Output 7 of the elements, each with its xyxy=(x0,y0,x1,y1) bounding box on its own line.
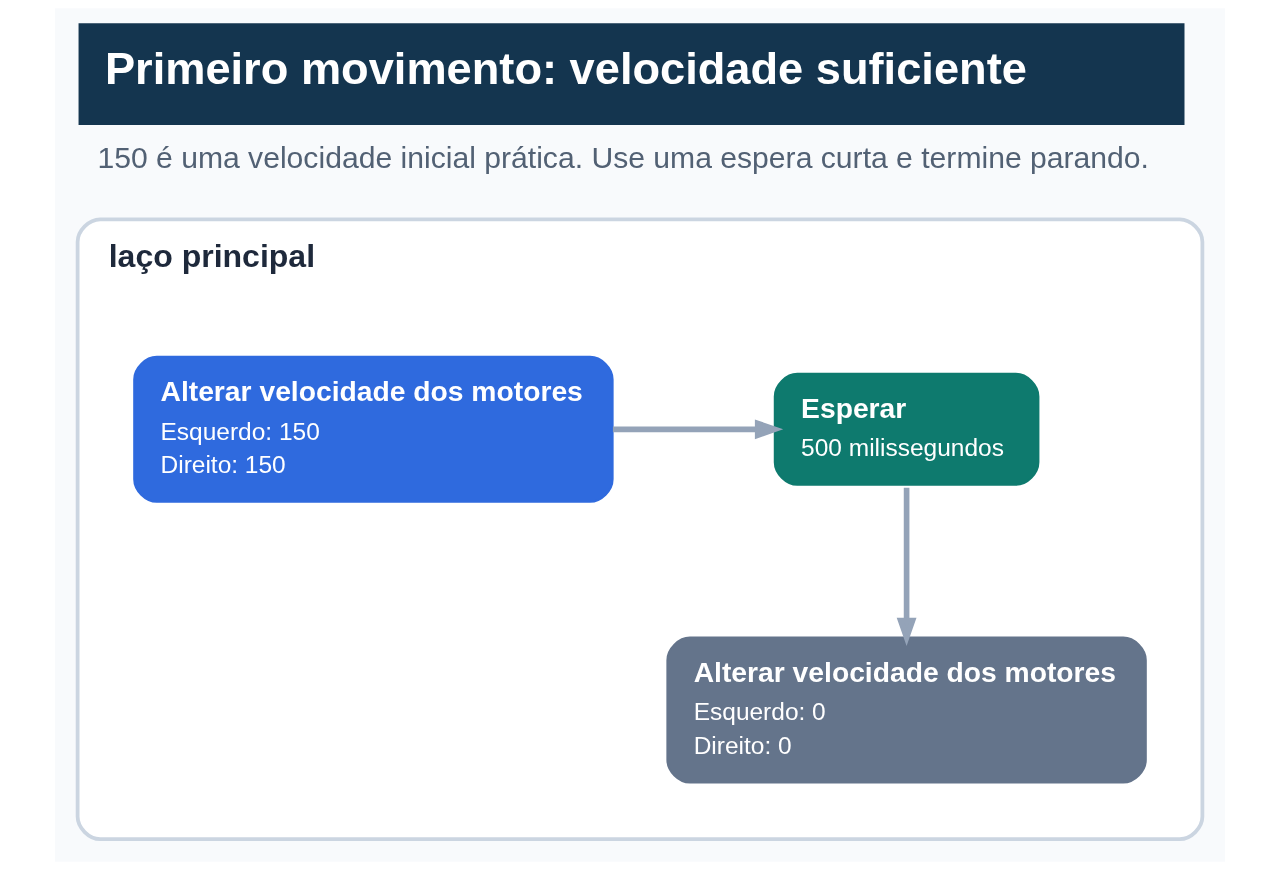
node-box: Esperar 500 milissegundos xyxy=(773,372,1040,486)
node-box: Alterar velocidade dos motores Esquerdo: 0 Direito: 0 xyxy=(666,636,1147,784)
node-box: Alterar velocidade dos motores Esquerdo: 150 Direito: 150 xyxy=(133,355,614,503)
arrow xyxy=(896,487,917,647)
diagram-title: Primeiro movimento: velocidade suficiente xyxy=(104,43,1027,94)
arrow xyxy=(612,419,784,440)
caption: 150 é uma velocidade inicial prática. Use uma espera curta e termine parando. xyxy=(97,141,1150,175)
